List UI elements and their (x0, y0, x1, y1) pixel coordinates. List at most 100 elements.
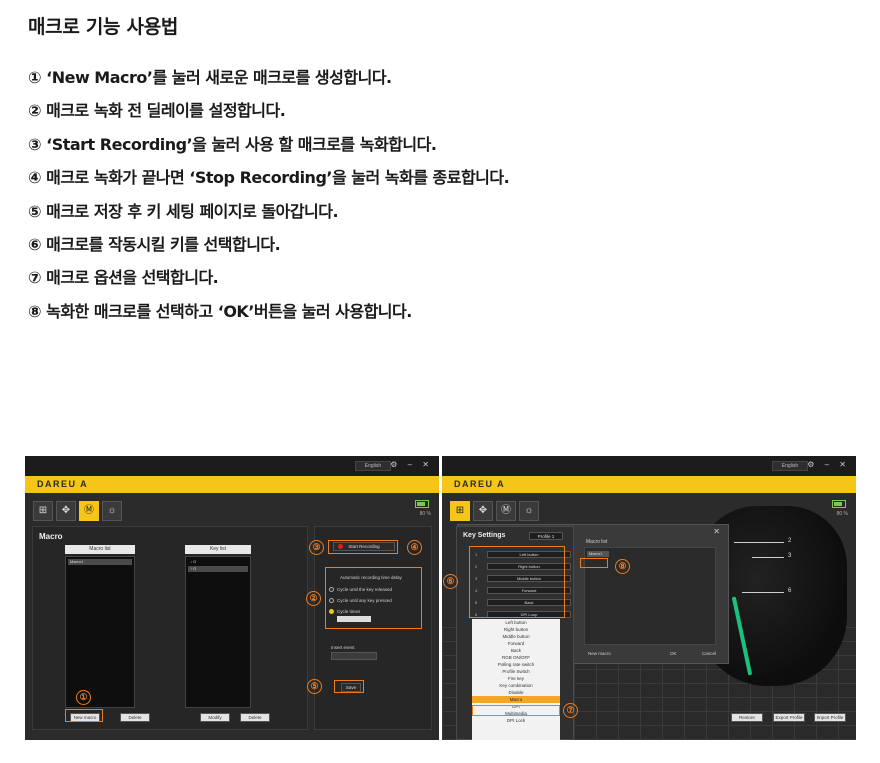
menu-item[interactable]: Back (510, 648, 521, 653)
step-6: ⑥ 매크로를 작동시킬 키를 선택합니다. (28, 234, 281, 254)
macro-list-item[interactable]: Macro1 (68, 559, 132, 565)
macro-item-highlight (580, 558, 608, 568)
menu-item[interactable]: Disable (508, 690, 524, 695)
export-profile-button[interactable]: Export Profile (773, 713, 805, 722)
dpi-tab[interactable]: ✥ (56, 501, 76, 521)
dialog-cancel-button[interactable]: Cancel (702, 651, 717, 656)
key-select-1[interactable]: Left button (487, 551, 571, 558)
save-highlight (334, 680, 364, 693)
title-bar: English ⚙ – ✕ (442, 456, 856, 476)
marker-3: ③ (309, 540, 324, 555)
profile-select[interactable]: Profile 1 (529, 532, 563, 540)
callout-line (734, 542, 784, 543)
key-number: 6 (475, 612, 478, 617)
modify-key-button[interactable]: Modify (200, 713, 230, 722)
menu-item[interactable]: Right button (503, 627, 529, 632)
menu-item[interactable]: Multimedia (505, 711, 527, 716)
macro-list-header: Macro list (65, 545, 135, 554)
insert-event-select[interactable] (331, 652, 377, 660)
delete-macro-button[interactable]: Delete (120, 713, 150, 722)
key-settings-tab[interactable]: ⊞ (450, 501, 470, 521)
title-bar: English ⚙ – ✕ (25, 456, 439, 476)
key-list-header: Key list (185, 545, 251, 554)
lighting-tab[interactable]: ☼ (102, 501, 122, 521)
key-list-item[interactable]: ↑ G (188, 566, 248, 572)
save-button[interactable]: Save (341, 683, 361, 692)
callout-2: 2 (788, 538, 792, 544)
delay-title: Automatic recording time delay (340, 575, 402, 580)
step-5: ⑤ 매크로 저장 후 키 세팅 페이지로 돌아갑니다. (28, 201, 339, 221)
callout-line (752, 557, 784, 558)
start-recording-button[interactable]: Start Recording (333, 542, 395, 551)
menu-item[interactable]: Polling rate switch (497, 662, 535, 667)
dpi-tab[interactable]: ✥ (473, 501, 493, 521)
key-select-4[interactable]: Forward (487, 587, 571, 594)
macro-panel-title: Macro (39, 532, 63, 541)
menu-item[interactable]: Left button (505, 620, 527, 625)
instruction-steps: ① ‘New Macro’를 눌러 새로운 매크로를 생성합니다. ② 매크로 … (28, 64, 510, 331)
delete-key-button[interactable]: Delete (240, 713, 270, 722)
key-select-2[interactable]: Right button (487, 563, 571, 570)
macro-tab[interactable]: Ⓜ (496, 501, 516, 521)
language-select[interactable]: English (355, 461, 391, 471)
dialog-close-icon[interactable]: ✕ (713, 527, 724, 536)
dialog-new-macro-button[interactable]: New macro (588, 651, 611, 656)
menu-item[interactable]: Key combination (499, 683, 533, 688)
new-macro-highlight (65, 709, 103, 722)
menu-item[interactable]: Middle button (502, 634, 530, 639)
dialog-macro-item[interactable]: Macro1 (587, 551, 609, 557)
battery-icon (832, 500, 846, 508)
radio-cycle-any-key[interactable] (329, 598, 334, 603)
marker-7: ⑦ (563, 703, 578, 718)
page-heading: 매크로 기능 사용법 (28, 16, 179, 38)
menu-item[interactable]: DPI (512, 704, 520, 709)
key-settings-tab[interactable]: ⊞ (33, 501, 53, 521)
key-number: 2 (475, 564, 478, 569)
menu-item[interactable]: Fire key (507, 676, 524, 681)
key-select-5[interactable]: Back (487, 599, 571, 606)
dareu-logo: DAREU A (37, 479, 89, 489)
macro-tab[interactable]: Ⓜ (79, 501, 99, 521)
option-cycle-released: Cycle until the key released (337, 587, 393, 592)
callout-line (742, 592, 784, 593)
window-controls[interactable]: ⚙ – ✕ (807, 460, 850, 469)
function-menu: Left button Right button Middle button F… (472, 619, 560, 740)
menu-item[interactable]: RGB ON/OFF (502, 655, 530, 660)
menu-item[interactable]: DPI Lock (506, 718, 526, 723)
key-number: 5 (475, 600, 478, 605)
menu-item[interactable]: Forward (507, 641, 525, 646)
battery-icon (415, 500, 429, 508)
key-list[interactable]: ↓ G ↑ G (185, 556, 251, 708)
key-list-item[interactable]: ↓ G (190, 559, 197, 564)
key-number: 4 (475, 588, 478, 593)
restore-button[interactable]: Restore (731, 713, 763, 722)
dialog-macro-list[interactable]: Macro1 (584, 547, 716, 645)
language-select[interactable]: English (772, 461, 808, 471)
menu-item[interactable]: Profile Switch (502, 669, 530, 674)
callout-6: 6 (788, 588, 792, 594)
brand-bar: DAREU A (442, 476, 856, 493)
radio-cycle-released[interactable] (329, 587, 334, 592)
record-icon (338, 544, 343, 549)
key-settings-title: Key Settings (463, 532, 506, 539)
radio-cycle-times[interactable] (329, 609, 334, 614)
insert-event-label: Insert event (331, 645, 355, 650)
marker-1: ① (76, 690, 91, 705)
marker-5: ⑤ (307, 679, 322, 694)
key-number: 1 (475, 552, 478, 557)
macro-list[interactable]: Macro1 (65, 556, 135, 708)
step-7: ⑦ 매크로 옵션을 선택합니다. (28, 268, 219, 288)
import-profile-button[interactable]: Import Profile (814, 713, 846, 722)
cycle-times-input[interactable] (337, 616, 371, 622)
key-select-3[interactable]: Middle button (487, 575, 571, 582)
marker-4: ④ (407, 540, 422, 555)
window-controls[interactable]: ⚙ – ✕ (390, 460, 433, 469)
start-recording-label: Start Recording (348, 544, 380, 549)
dareu-logo: DAREU A (454, 479, 506, 489)
menu-item-macro[interactable]: Macro (472, 696, 560, 703)
dialog-ok-button[interactable]: OK (670, 651, 677, 656)
macro-page-screenshot: English ⚙ – ✕ DAREU A ⊞✥Ⓜ☼ 80 % Macro Ma… (25, 456, 439, 740)
mode-tabs: ⊞✥Ⓜ☼ (450, 500, 542, 521)
step-3: ③ ‘Start Recording’을 눌러 사용 할 매크로를 녹화합니다. (28, 134, 437, 154)
lighting-tab[interactable]: ☼ (519, 501, 539, 521)
